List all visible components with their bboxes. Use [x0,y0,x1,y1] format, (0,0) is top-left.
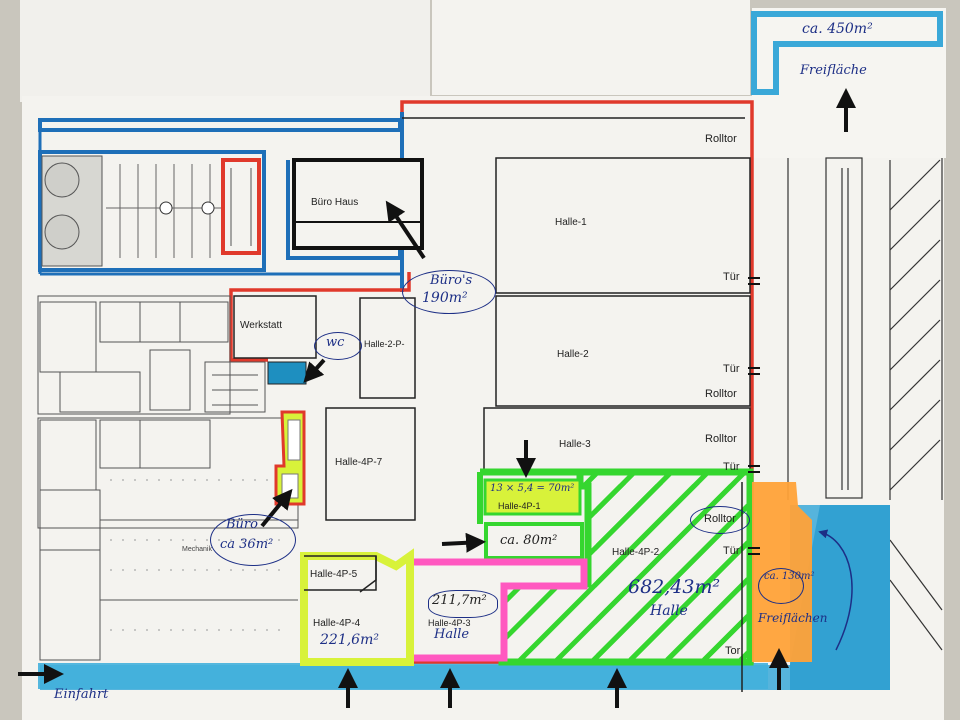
hall-label-halle-1: Halle-1 [555,217,587,228]
note-bubble-buero-small [210,514,296,566]
hall-halle-1 [495,157,751,294]
door-label-tuer-4: Tür [723,545,740,557]
room-label-buero-haus: Büro Haus [311,197,359,208]
arrow-buero-haus [385,200,426,260]
annotation-buero-small-label: Büro [226,517,258,532]
annotation-wc: wc [326,335,345,350]
area-freiflaeche-top [751,11,943,95]
hall-label-halle-4p4: Halle-4P-4 [313,618,361,629]
hall-label-halle-2: Halle-2 [557,349,589,360]
annotation-freiflaeche-area: ca. 450m² [802,21,873,37]
annotation-einfahrt: Einfahrt [54,687,109,702]
hall-label-halle-4p3: Halle-4P-3 [428,618,471,628]
note-bubble-bueros [402,270,496,314]
annotation-freiflaechen-area: ca. 130m² [764,571,815,582]
door-label-rolltor-1: Rolltor [705,133,737,145]
door-label-rolltor-circled: Rolltor [704,513,736,525]
room-wc [267,361,307,385]
hall-label-halle-2p: Halle-2-P- [364,339,405,349]
annotation-dims-4p1: 13 × 5,4 = 70m² [490,483,575,494]
left-building-complex [37,295,299,661]
door-label-tuer-1: Tür [723,271,740,283]
door-label-rolltor-3: Rolltor [705,433,737,445]
hall-halle-4p1 [483,478,582,516]
room-label-werkstatt: Werkstatt [240,320,283,331]
door-label-tuer-2: Tür [723,363,740,375]
annotation-buero-small-area: ca 36m² [220,537,274,552]
area-4p2-extension [484,522,584,560]
annotation-4p4-area: 221,6m² [320,632,379,648]
note-bubble-freiflaechen [758,568,804,604]
paper-sheet-top-middle [432,0,750,95]
annotation-4p3-halle: Halle [434,627,470,642]
door-label-rolltor-2: Rolltor [705,388,737,400]
arrow-wc [303,358,326,383]
note-bubble-wc [314,332,362,360]
door-label-tuer-3: Tür [723,461,740,473]
door-label-tor: Tor [725,645,741,657]
note-bubble-4p3 [428,590,498,618]
hall-label-halle-3: Halle-3 [559,439,591,450]
hall-label-halle-4p2: Halle-4P-2 [612,547,660,558]
annotation-4p2-area: 682,43m² [628,576,721,598]
arrow-freiflaechen-curve [818,529,853,651]
annotation-bueros-label: Büro's [430,273,473,288]
arrow-4p2-extension [441,532,486,553]
hall-label-halle-4p7: Halle-4P-7 [335,457,383,468]
hall-label-halle-4p5: Halle-4P-5 [310,569,358,580]
hall-halle-2 [495,295,751,407]
hall-halle-2p [359,297,416,399]
annotation-bueros-area: 190m² [422,290,468,306]
room-werkstatt [233,295,317,359]
annotation-4p3-area: 211,7m² [432,593,487,608]
note-bubble-rolltor [690,506,750,534]
road-markings [787,157,943,651]
hall-label-halle-4p1: Halle-4P-1 [498,501,541,511]
hall-halle-4p7 [325,407,416,521]
annotation-freiflaeche-label: Freifläche [800,63,867,78]
annotation-4p2-extension-area: ca. 80m² [500,533,558,548]
room-label-mechanik: Mechanik [182,546,212,553]
paper-sheet-top-left [20,0,430,102]
annotation-4p2-halle: Halle [650,603,688,619]
annotation-freiflaechen-label: Freiflächen [758,611,828,625]
parking-area [38,118,402,272]
